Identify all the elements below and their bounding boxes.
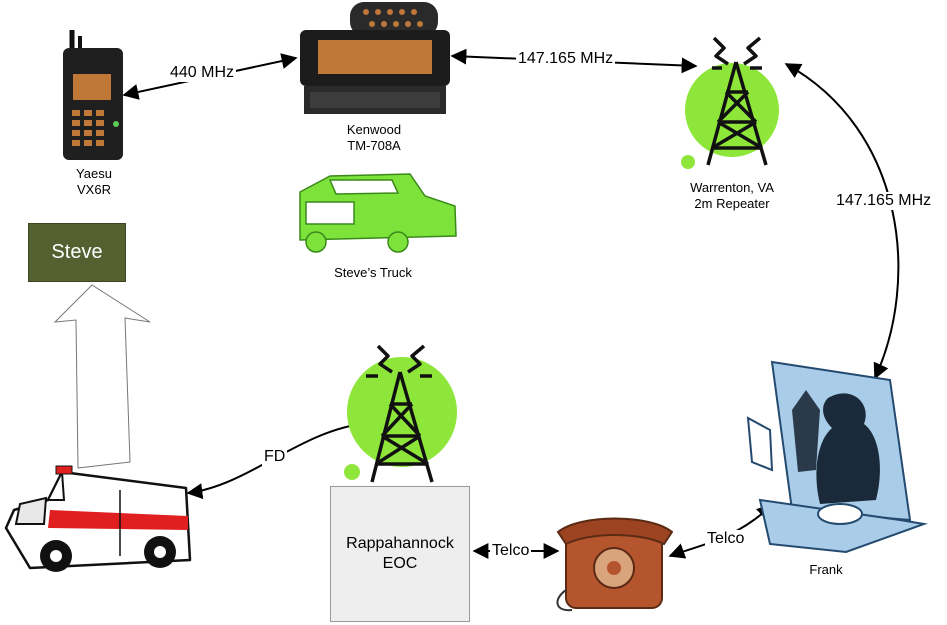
connectors (122, 48, 900, 559)
frank-label: Frank (809, 562, 843, 577)
link-label-eoc-phone: Telco (490, 542, 532, 560)
ambulance-icon (4, 465, 192, 572)
eoc-label-line2: EOC (382, 555, 418, 572)
eoc-label-line1: Rappahannock (346, 535, 454, 552)
kenwood-label: Kenwood TM-708A (324, 122, 424, 154)
yaesu-label: Yaesu VX6R (62, 166, 126, 198)
link-label-repeater-frank: 147.165 MHz (834, 192, 934, 210)
yaesu-label-line1: Yaesu (76, 166, 112, 181)
repeater-label-line2: 2m Repeater (694, 196, 770, 211)
eoc-tower-icon (344, 344, 457, 483)
truck-label: Steve’s Truck (334, 265, 412, 280)
kenwood-radio-icon (300, 2, 450, 114)
frank-dispatcher-icon (746, 360, 928, 554)
yaesu-label-line2: VX6R (77, 182, 111, 197)
ambulance-to-steve-arrow (53, 284, 151, 469)
kenwood-label-line1: Kenwood (346, 122, 402, 137)
steve-label: Steve (51, 241, 103, 263)
link-label-phone-frank: Telco (705, 530, 747, 548)
repeater-label-line1: Warrenton, VA (690, 180, 774, 195)
link-label-kenwood-repeater: 147.165 MHz (516, 50, 616, 68)
link-line-repeater-frank (784, 63, 900, 380)
link-label-ambulance-eoc: FD (262, 448, 288, 466)
yaesu-radio-icon (63, 30, 123, 160)
kenwood-label-line2: TM-708A (347, 138, 401, 153)
repeater-tower-icon (681, 36, 779, 169)
telephone-icon (556, 517, 674, 612)
truck-icon (299, 173, 457, 253)
link-label-yaesu-kenwood: 440 MHz (168, 64, 237, 82)
steve-box: Steve (28, 223, 126, 282)
repeater-label: Warrenton, VA 2m Repeater (672, 180, 792, 212)
eoc-box: Rappahannock EOC (330, 486, 470, 622)
